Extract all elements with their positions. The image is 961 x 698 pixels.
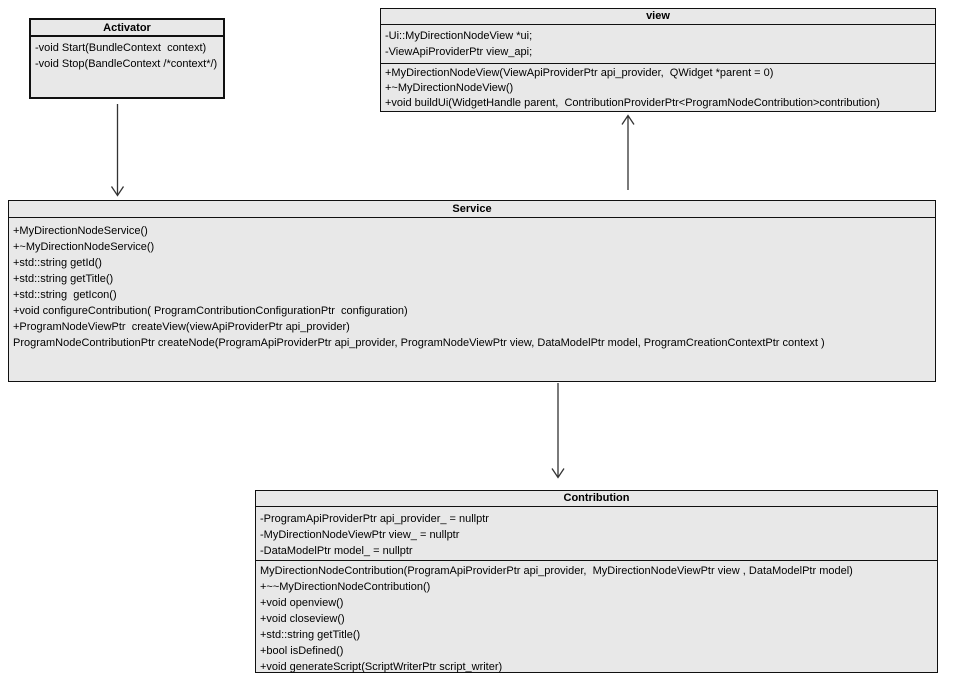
class-box-activator: Activator -void Start(BundleContext cont… [29,18,225,99]
class-attributes-contribution: -ProgramApiProviderPtr api_provider_ = n… [256,507,937,560]
class-methods-view: +MyDirectionNodeView(ViewApiProviderPtr … [381,63,935,111]
class-member: +void closeview() [260,613,345,625]
class-member: +~MyDirectionNodeService() [13,241,155,253]
class-title-view: view [381,9,935,25]
class-methods-contribution: MyDirectionNodeContribution(ProgramApiPr… [256,560,937,675]
class-member: -void Start(BundleContext context) [35,42,207,54]
class-member: +void buildUi(WidgetHandle parent, Contr… [385,97,880,109]
class-methods-activator: -void Start(BundleContext context) -void… [31,37,223,72]
class-member: +MyDirectionNodeView(ViewApiProviderPtr … [385,67,774,79]
class-member: +std::string getId() [13,257,102,269]
class-member: +std::string getIcon() [13,289,117,301]
class-member: +std::string getTitle() [260,629,361,641]
class-member: -MyDirectionNodeViewPtr view_ = nullptr [260,529,460,541]
class-member: +ProgramNodeViewPtr createView(viewApiPr… [13,321,350,333]
class-member: -ViewApiProviderPtr view_api; [385,46,533,58]
class-member: -Ui::MyDirectionNodeView *ui; [385,30,533,42]
class-methods-service: +MyDirectionNodeService() +~MyDirectionN… [9,218,935,351]
class-member: +bool isDefined() [260,645,344,657]
class-member: +~~MyDirectionNodeContribution() [260,581,431,593]
class-title-contribution: Contribution [256,491,937,507]
class-title-activator: Activator [31,20,223,37]
arrow-service-to-contribution [551,383,565,479]
class-member: +~MyDirectionNodeView() [385,82,514,94]
arrow-activator-to-service [110,104,125,197]
class-member: +void openview() [260,597,344,609]
class-member: -void Stop(BandleContext /*context*/) [35,58,218,70]
class-title-service: Service [9,201,935,218]
class-box-service: Service +MyDirectionNodeService() +~MyDi… [8,200,936,382]
class-box-contribution: Contribution -ProgramApiProviderPtr api_… [255,490,938,673]
class-attributes-view: -Ui::MyDirectionNodeView *ui; -ViewApiPr… [381,25,935,63]
class-member: ProgramNodeContributionPtr createNode(Pr… [13,337,825,349]
class-member: +MyDirectionNodeService() [13,225,148,237]
class-member: +std::string getTitle() [13,273,114,285]
class-member: -ProgramApiProviderPtr api_provider_ = n… [260,513,489,525]
class-member: -DataModelPtr model_ = nullptr [260,545,413,557]
class-member: +void configureContribution( ProgramCont… [13,305,408,317]
class-member: +void generateScript(ScriptWriterPtr scr… [260,661,503,673]
arrow-service-to-view [621,114,635,190]
class-member: MyDirectionNodeContribution(ProgramApiPr… [260,565,853,577]
class-box-view: view -Ui::MyDirectionNodeView *ui; -View… [380,8,936,112]
